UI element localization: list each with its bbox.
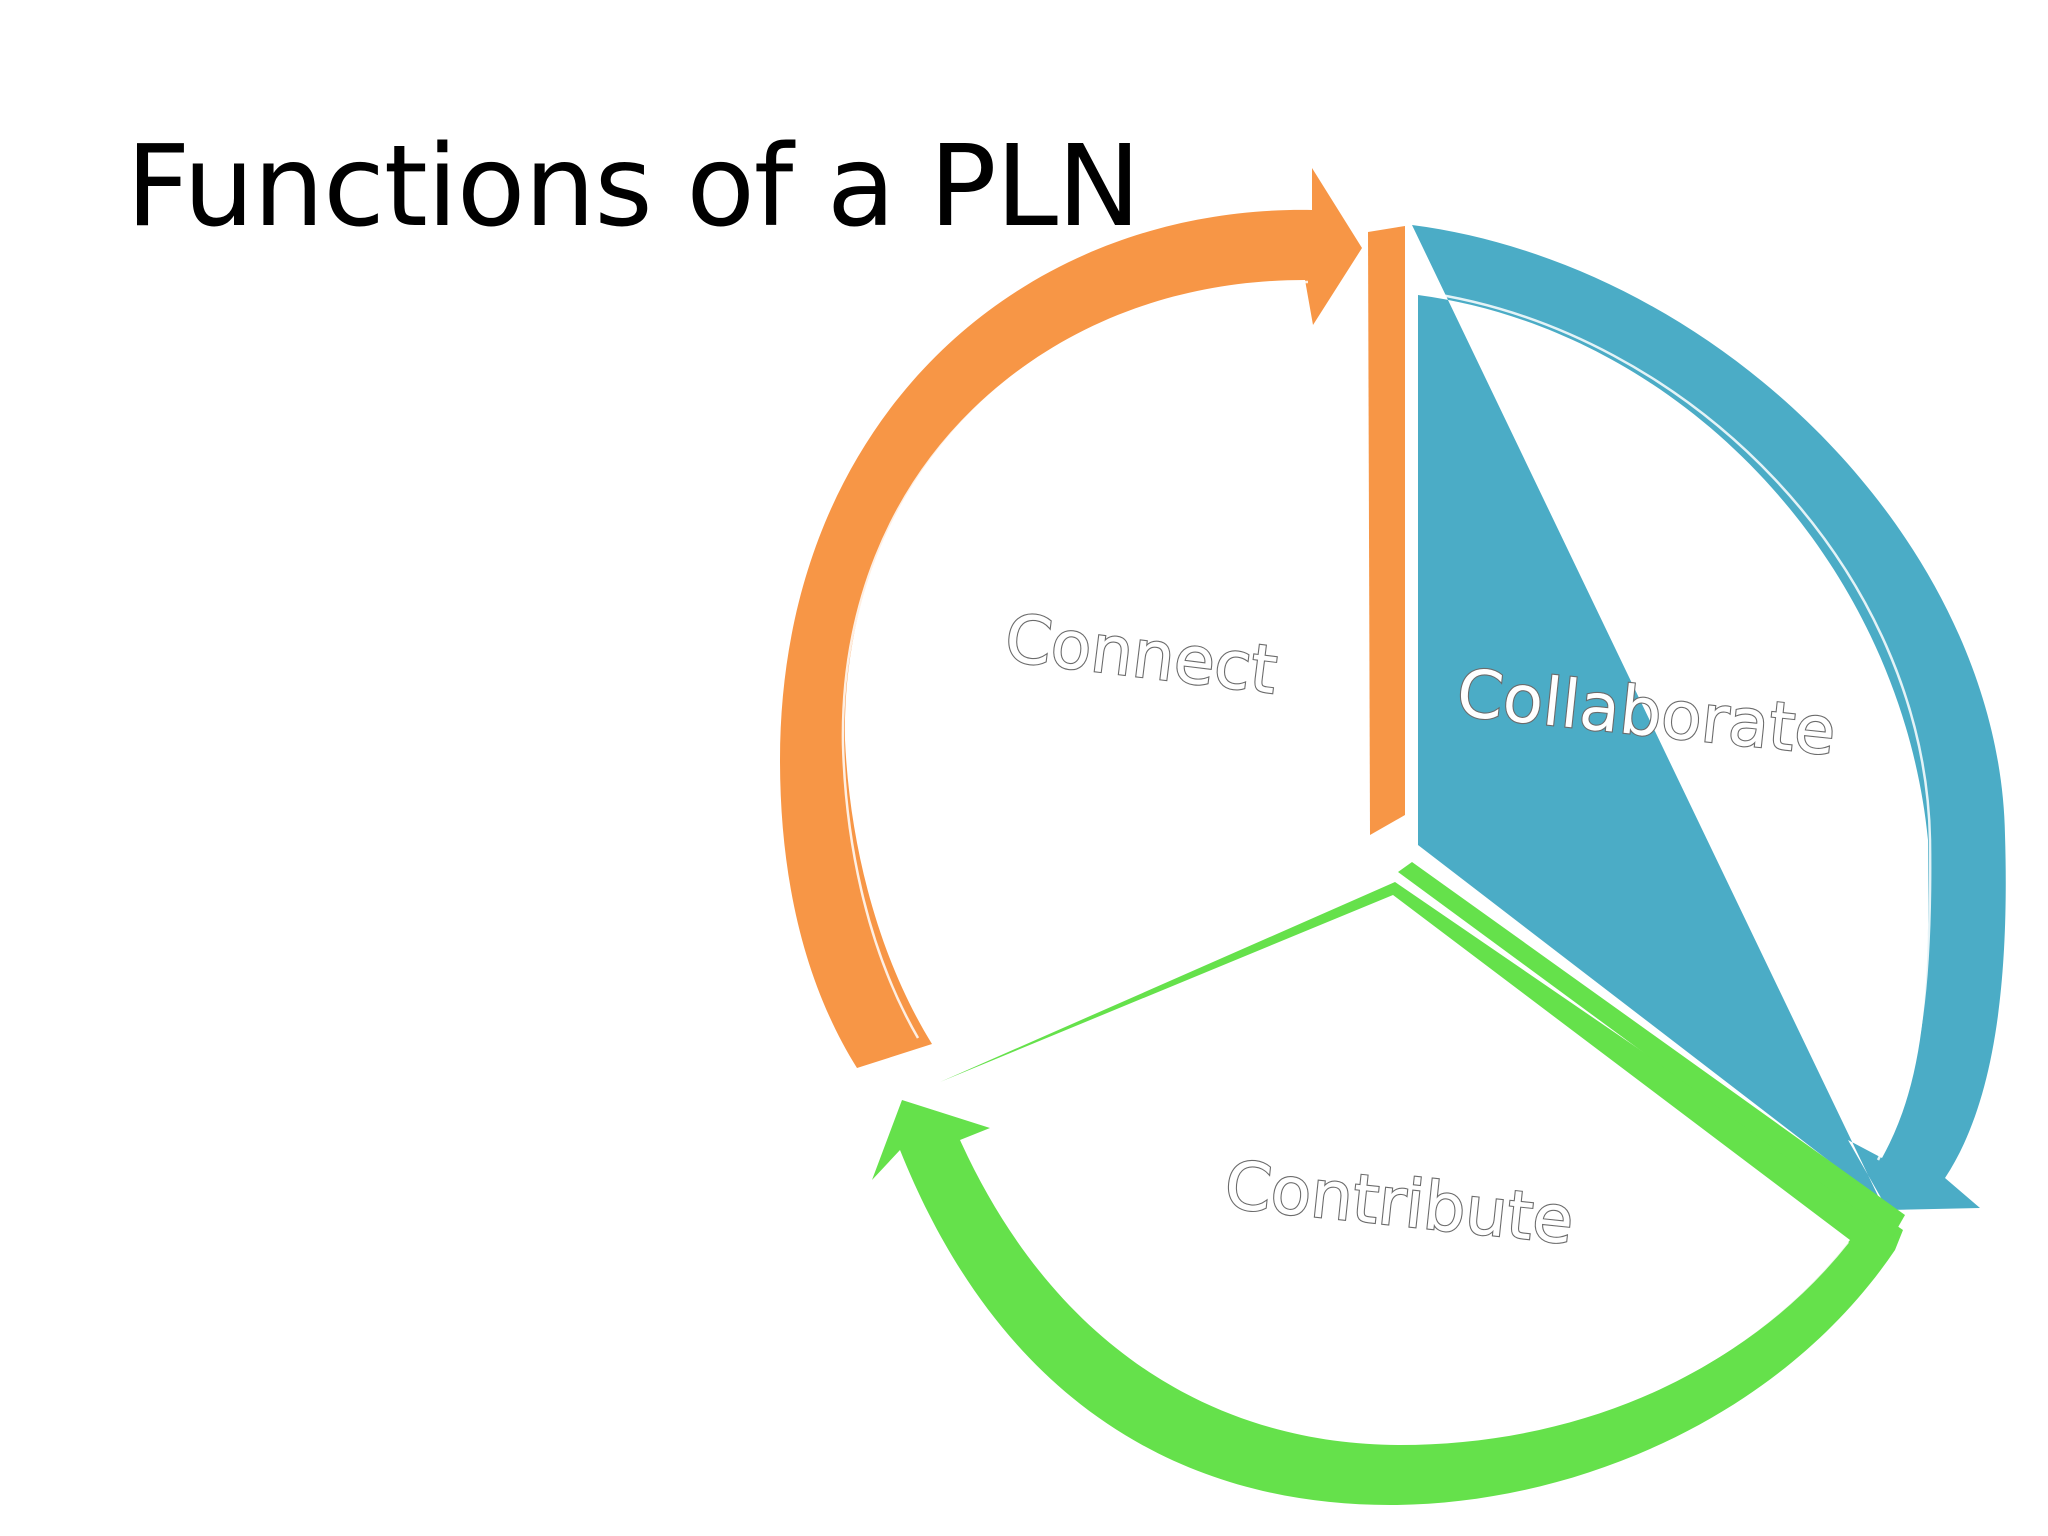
label-connect: Connect [1001,599,1281,709]
collaborate-outline [1421,290,1932,1161]
connect-arc-arrow [780,168,1362,1068]
connect-arc-outline [841,280,1309,1039]
slide-title: Functions of a PLN [126,122,1141,252]
segment-collaborate [1412,225,2006,1210]
segment-contribute [872,862,1905,1505]
contribute-wedge [1398,862,1905,1236]
contribute-outline [963,1139,1849,1444]
label-contribute: Contribute [1221,1146,1577,1259]
collaborate-body [1412,225,2006,1210]
connect-wedge [1368,226,1405,835]
segment-connect [780,168,1405,1068]
